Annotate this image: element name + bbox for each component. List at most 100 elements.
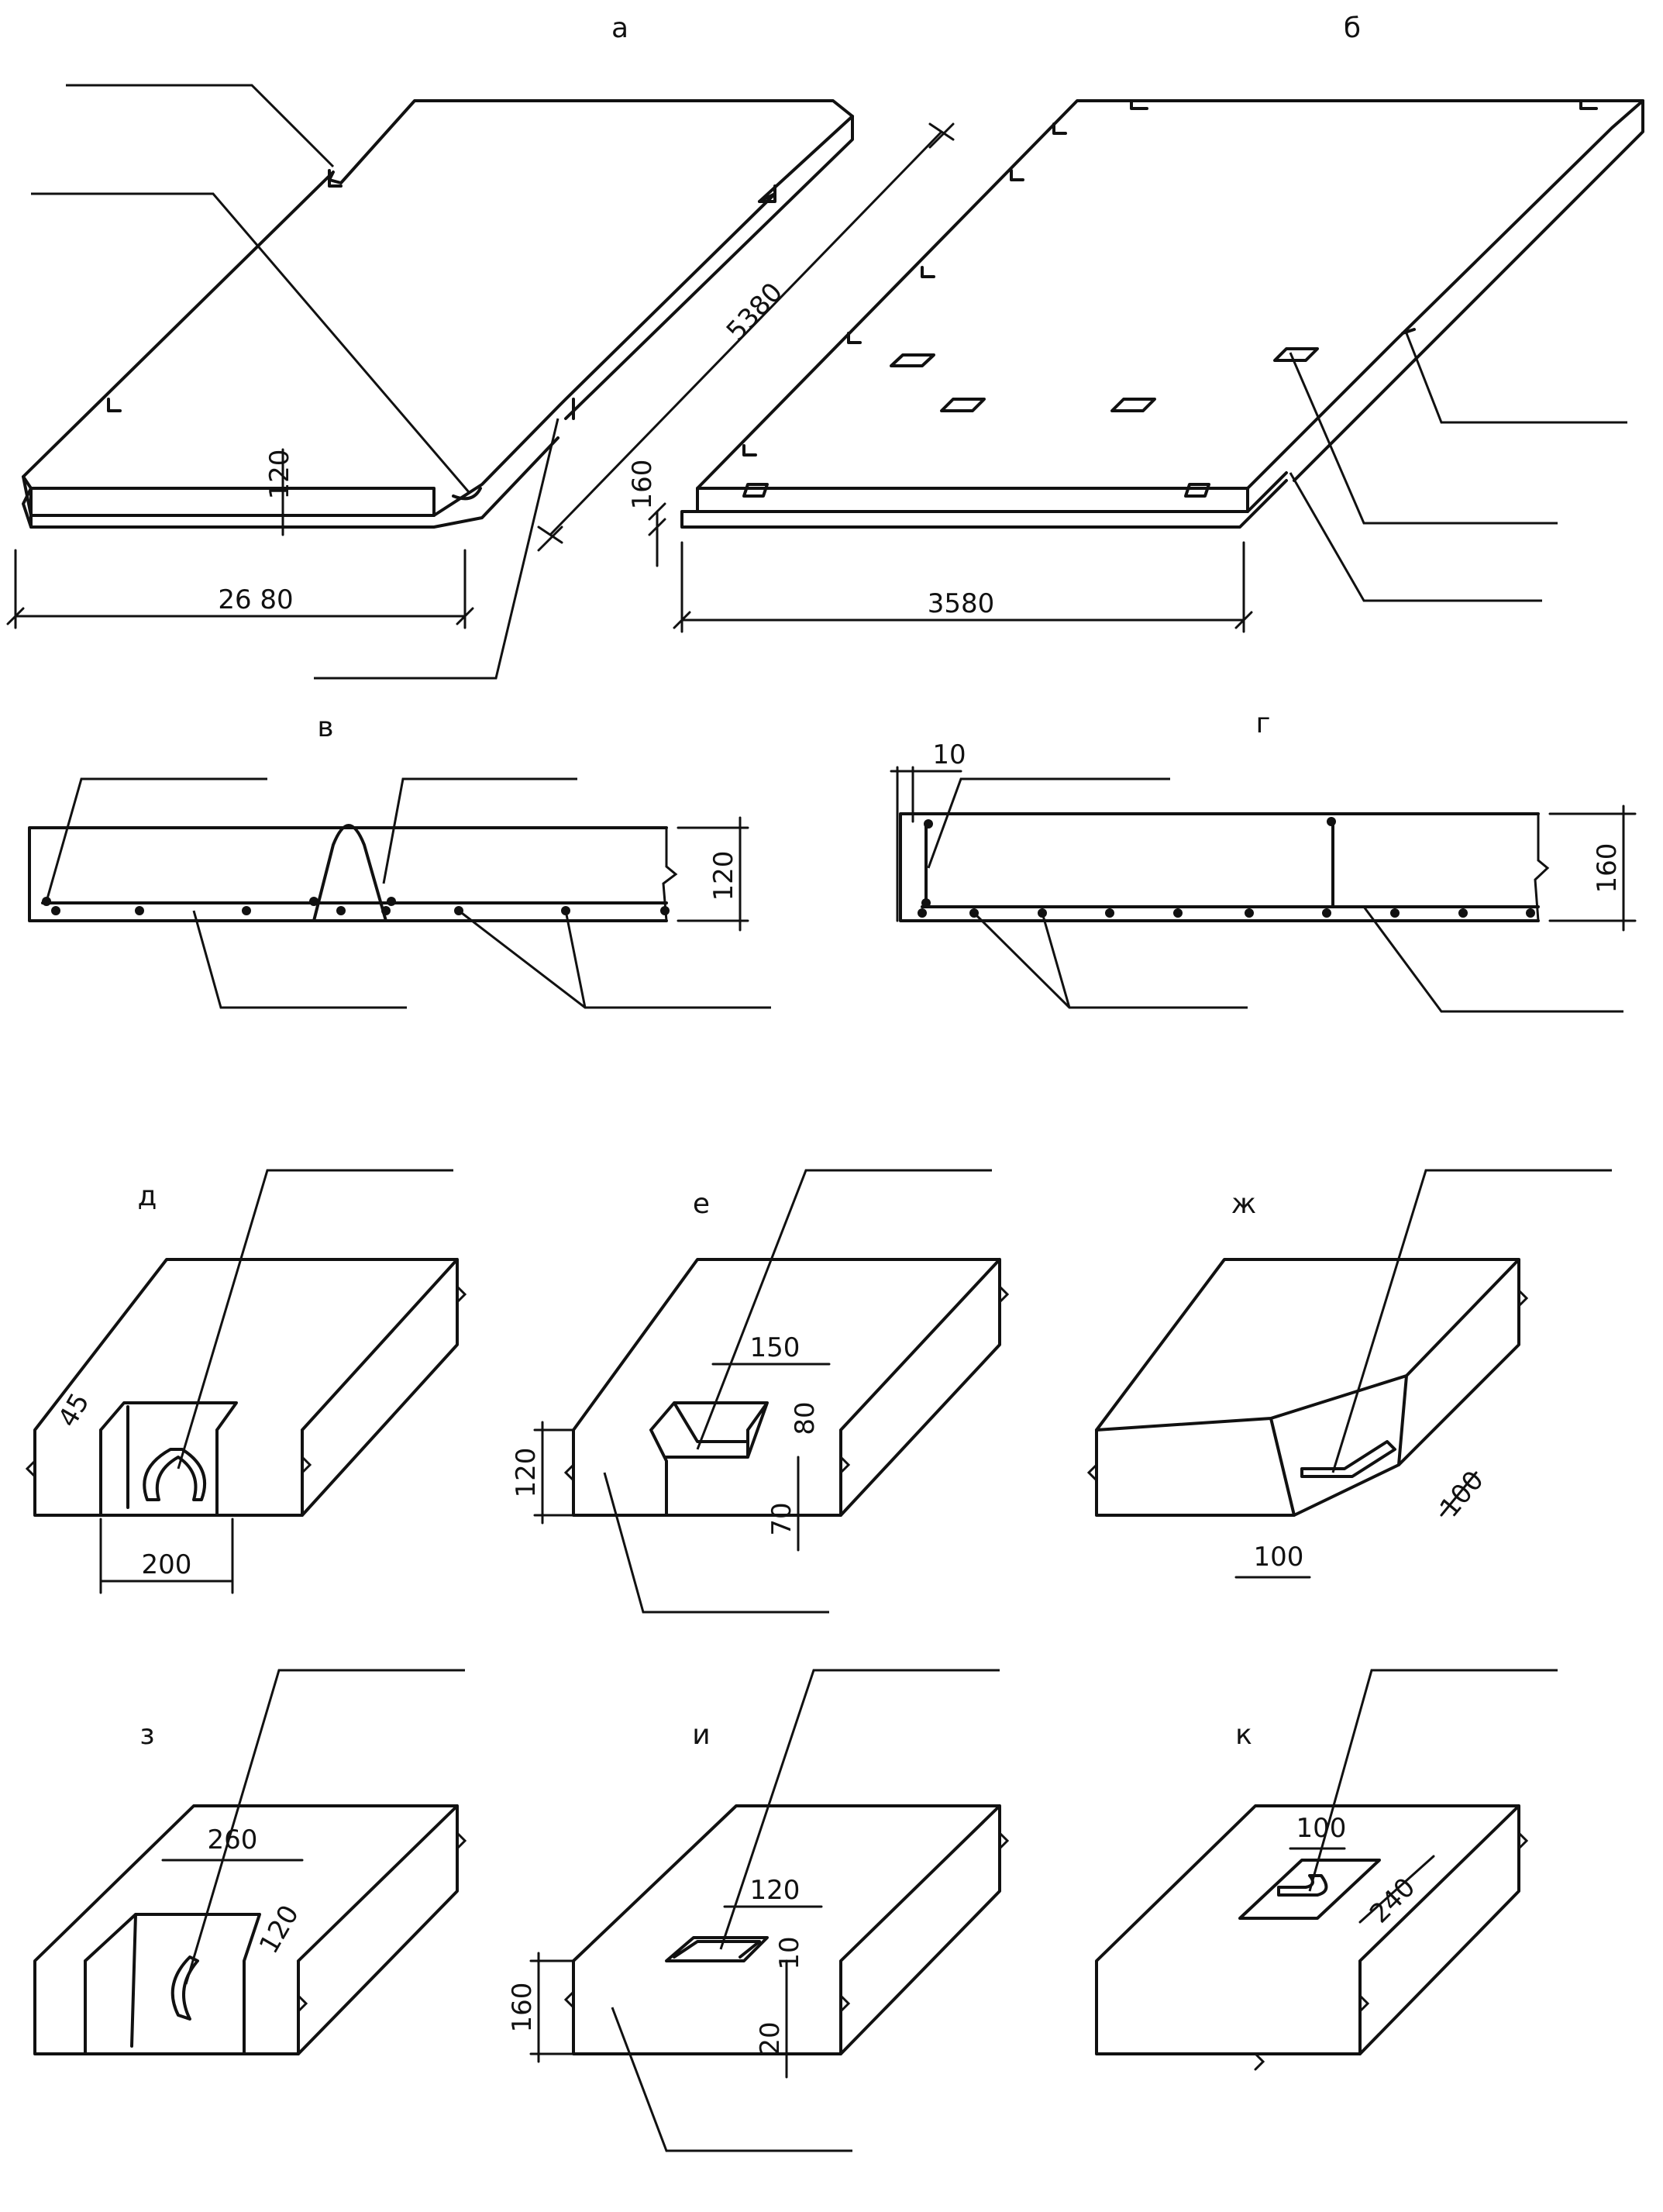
dim-v-thickness: 120 — [708, 851, 739, 901]
dim-d-width-line — [99, 1518, 234, 1594]
detail-z-recess — [84, 1913, 261, 2055]
detail-k-plate — [1238, 1859, 1381, 1920]
slab-b-anchor-4 — [1273, 347, 1319, 362]
detail-d-leader — [177, 1169, 453, 1469]
detail-e-leader-1 — [696, 1169, 992, 1450]
section-v-leader-1 — [45, 777, 267, 902]
dim-e-thickness: 120 — [511, 1448, 542, 1498]
slab-a-leader-2 — [31, 192, 470, 493]
dim-b-width-line — [673, 541, 1253, 633]
panel-label-g: г — [1256, 708, 1271, 739]
dim-b-thickness-line — [648, 502, 666, 567]
panel-label-i: и — [692, 1719, 710, 1751]
panel-label-v: в — [317, 711, 333, 743]
section-g-leader-2 — [973, 911, 1248, 1009]
slab-b-front-face — [680, 479, 1288, 529]
detail-i-breaks — [563, 1831, 1010, 2013]
panel-k-detail: к 100 240 — [1095, 1669, 1558, 2071]
slab-b-leader-3 — [1289, 472, 1542, 602]
section-v-leader-4 — [458, 909, 771, 1009]
dim-z-depth: 120 — [253, 1900, 305, 1959]
slab-a-corner-hook — [452, 487, 482, 501]
slab-a-top-face — [22, 99, 854, 517]
dim-a-thickness-line — [274, 448, 292, 536]
panel-label-d: д — [138, 1180, 157, 1212]
panel-label-b: б — [1344, 12, 1361, 44]
dim-v-thickness-line — [677, 816, 749, 932]
section-v-outline — [28, 826, 668, 922]
detail-k-bar — [1277, 1874, 1328, 1897]
slab-b-anchor-2 — [940, 398, 986, 412]
dim-a-width-line — [6, 549, 474, 629]
slab-b-notches — [742, 99, 1598, 457]
slab-a-notch-left — [107, 398, 122, 412]
dim-i-bottom: 20 — [755, 2021, 786, 2055]
dim-a-length-line — [537, 122, 955, 552]
dim-k-length-line — [1358, 1855, 1435, 1924]
slab-b-leader-1 — [1405, 332, 1627, 424]
slab-b-anchor-3 — [1110, 398, 1156, 412]
dim-z-width: 260 — [208, 1824, 258, 1855]
slab-b-right-face — [1246, 99, 1644, 513]
dim-k-width: 100 — [1296, 1813, 1347, 1844]
detail-e-recess — [649, 1401, 769, 1517]
panel-v-section: в 120 — [28, 711, 771, 1009]
dim-d-width: 200 — [142, 1549, 192, 1580]
slab-a-front-face — [29, 436, 559, 529]
panel-i-detail: и 120 10 160 20 — [507, 1669, 1010, 2152]
dim-a-thickness: 120 — [264, 450, 295, 500]
panel-label-zh: ж — [1231, 1188, 1256, 1220]
dim-g-thickness: 160 — [1592, 843, 1623, 894]
detail-i-leader-2 — [611, 2007, 852, 2152]
detail-z-breaks — [297, 1831, 467, 2013]
panel-a-slab: а 120 5380 26 80 — [6, 12, 955, 680]
section-g-rebar-dots — [918, 817, 1535, 918]
dim-b-width: 3580 — [928, 588, 995, 619]
slab-a-leader-3 — [314, 418, 559, 680]
dim-g-offset-line — [890, 766, 962, 922]
dim-e-thickness-line — [533, 1421, 575, 1525]
panel-g-section: г 10 160 — [890, 708, 1637, 1013]
panel-label-e: е — [693, 1188, 710, 1220]
section-v-leader-3 — [192, 910, 407, 1009]
dim-d-depth: 45 — [52, 1388, 95, 1432]
detail-k-breaks — [1254, 1831, 1529, 2071]
panel-label-a: а — [611, 12, 628, 44]
dim-e-bottom: 70 — [766, 1502, 797, 1535]
slab-a-right-face — [564, 115, 854, 420]
detail-zh-leader — [1331, 1169, 1612, 1473]
panel-b-slab: б 160 3580 — [627, 12, 1644, 633]
slab-b-leader-2 — [1289, 352, 1558, 525]
detail-d-breaks — [25, 1285, 467, 1478]
dim-g-offset: 10 — [932, 739, 966, 770]
panel-zh-detail: ж 100 100 — [1086, 1169, 1612, 1579]
section-v-rebar-dots — [42, 897, 670, 915]
panel-d-detail: д 200 45 — [25, 1169, 467, 1594]
dim-a-width: 26 80 — [218, 584, 293, 615]
section-v-loop — [312, 824, 387, 922]
detail-z-hook — [170, 1955, 199, 2021]
panel-label-z: з — [139, 1719, 154, 1751]
slab-b-anchor-1 — [890, 353, 935, 367]
detail-d-recess — [99, 1401, 238, 1517]
slab-b-anchor-5 — [742, 483, 769, 498]
detail-e-block — [572, 1258, 1001, 1517]
section-v-leader-2 — [382, 777, 577, 884]
section-g-outline — [899, 812, 1540, 922]
section-g-leader-3 — [1362, 906, 1623, 1013]
dim-zh-side-lines — [1234, 1471, 1478, 1579]
slab-a-notch-top — [328, 169, 343, 188]
detail-e-leader-2 — [603, 1472, 829, 1614]
detail-i-recess — [665, 1936, 769, 1962]
dim-b-thickness: 160 — [627, 460, 658, 510]
detail-e-breaks — [563, 1285, 1010, 1482]
dim-zh-side1: 100 — [1254, 1542, 1304, 1573]
section-g-break — [1534, 812, 1550, 922]
panel-z-detail: з 260 120 — [33, 1669, 467, 2055]
detail-d-block — [33, 1258, 459, 1517]
section-g-stirrups — [924, 822, 1334, 908]
dim-i-width: 120 — [750, 1875, 801, 1906]
slab-a-left-end — [22, 475, 33, 529]
detail-zh-bar — [1300, 1440, 1396, 1478]
